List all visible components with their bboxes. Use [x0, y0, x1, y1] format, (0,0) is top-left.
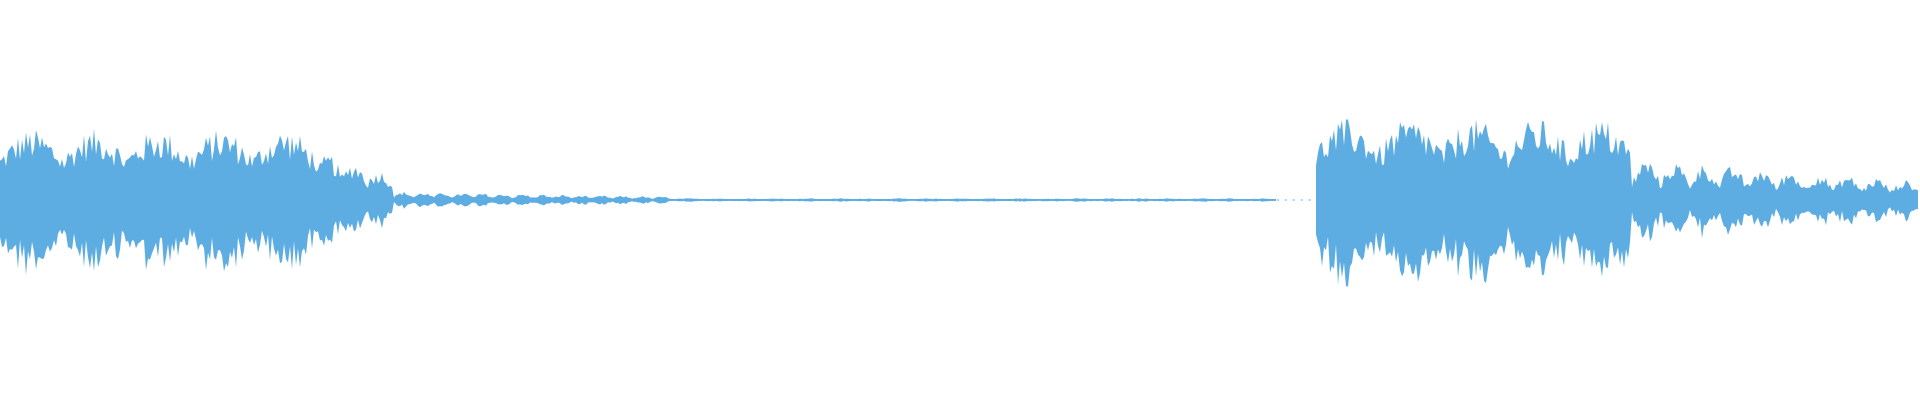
waveform-channel — [0, 119, 1918, 287]
waveform-region-1 — [0, 128, 1276, 276]
waveform-region-2 — [1316, 119, 1918, 287]
